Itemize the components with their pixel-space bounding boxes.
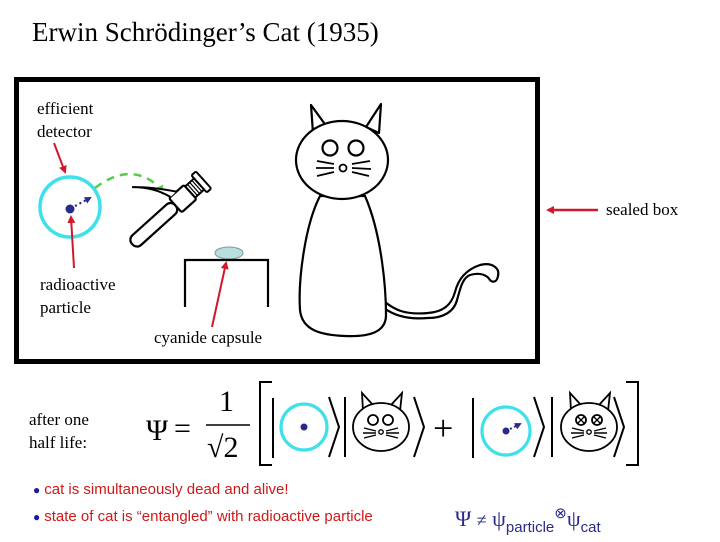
cat-icon (294, 102, 500, 338)
relation-psi: Ψ (455, 506, 472, 531)
detector-decayed-icon (480, 405, 532, 457)
equation-graphics (206, 381, 639, 466)
equals-sign: = (174, 412, 191, 445)
relation-psi-particle: ψ (492, 506, 506, 531)
bullet-entangled: ●state of cat is “entangled” with radioa… (33, 508, 373, 525)
sealed-box-label: sealed box (606, 200, 679, 219)
relation-sub-cat: cat (580, 519, 601, 536)
capsule-label: cyanide capsule (154, 328, 263, 347)
detector-label-line2: detector (37, 122, 92, 141)
half-life-label-line1: after one (29, 410, 89, 429)
particle-pointer-arrow (67, 215, 76, 269)
detector-icon (38, 175, 102, 239)
capsule-stand-icon (183, 258, 270, 307)
page-title: Erwin Schrödinger’s Cat (1935) (32, 17, 379, 47)
detector-pointer-arrow (53, 142, 67, 174)
plus-sign: + (433, 408, 454, 448)
particle-label-line1: radioactive (40, 275, 116, 294)
psi-symbol: Ψ (146, 414, 169, 447)
cyanide-capsule-icon (214, 246, 244, 260)
relation-not-equal: ≠ (476, 510, 487, 530)
fraction-numerator: 1 (219, 385, 234, 418)
detector-label-line1: efficient (37, 99, 94, 118)
bullet-icon: ● (33, 510, 41, 524)
sealed-box-frame (14, 77, 540, 364)
bullet-icon: ● (33, 483, 41, 497)
relation-psi-cat: ψ (566, 506, 581, 531)
half-life-label-line2: half life: (29, 433, 88, 452)
entanglement-relation: Ψ ≠ ψparticle⊗ψcat (455, 500, 601, 542)
cat-alive-icon (352, 390, 410, 452)
cat-dead-icon (560, 390, 618, 452)
hammer-icon (129, 171, 212, 248)
fraction-denominator: √2 (207, 431, 239, 464)
relation-sub-particle: particle (505, 519, 555, 536)
bullet-dead-and-alive: ●cat is simultaneously dead and alive! (33, 481, 289, 498)
detector-undecayed-icon (279, 402, 329, 452)
capsule-pointer-arrow (211, 261, 229, 328)
tensor-product-icon: ⊗ (554, 506, 567, 522)
radioactive-particle-icon (65, 197, 92, 214)
particle-label-line2: particle (40, 298, 91, 317)
